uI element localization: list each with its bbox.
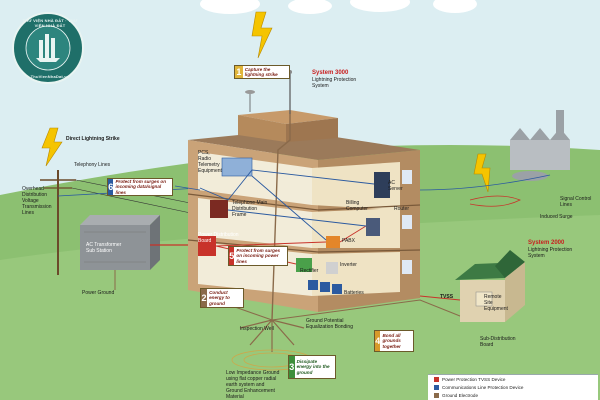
ac-server <box>374 172 390 198</box>
inspection-well-label: Inspection Well <box>240 326 274 332</box>
callout-text: Conduct energy to ground <box>209 289 230 306</box>
pabx-label: PABX <box>342 238 355 244</box>
legend-label: Ground Electrode <box>442 393 479 398</box>
down-conductor <box>271 114 291 321</box>
transformer-icon <box>80 215 160 270</box>
inverter-unit <box>326 262 338 274</box>
watermark-logo: THƯ VIỆN NHÀ ĐẤT · THƯ VIỆN NHÀ ĐẤT ThuV… <box>12 12 84 84</box>
callout-2-conduct-energy: 2 Conduct energy to ground <box>200 288 244 308</box>
factory-icon <box>510 110 570 181</box>
ac-transformer-label: AC Transformer Sub Station <box>86 242 122 254</box>
lightning-bolt-icon <box>251 11 273 59</box>
power-distribution-label: Power Distribution Board <box>198 232 239 244</box>
callout-text: Dissipate energy into the ground <box>296 358 330 375</box>
system2000-title: System 2000 <box>528 240 565 246</box>
legend: Power Protection TVSS Device Communicati… <box>428 374 598 400</box>
pcs-radio-label: PCS, Radio Telemetry Equipment <box>198 150 222 174</box>
lightning-bolt-icon <box>473 153 491 193</box>
ground-rod-icon <box>231 319 313 371</box>
telephony-lines-label: Telephony Lines <box>74 162 111 168</box>
antenna-icon <box>245 90 255 112</box>
cloud <box>288 0 332 14</box>
rectifier-label: Rectifier <box>300 268 319 274</box>
signal-control-label: Signal Control Lines <box>560 196 592 208</box>
legend-item: Power Protection TVSS Device <box>434 377 506 382</box>
pcs-radio-equipment <box>221 157 253 177</box>
logo-ring-top: THƯ VIỆN NHÀ ĐẤT · THƯ VIỆN NHÀ ĐẤT <box>22 18 78 28</box>
overhead-lines-label: Overhead Distribution Voltage Transmissi… <box>22 186 52 216</box>
callout-number: 6 <box>108 179 114 195</box>
callout-number: 5 <box>229 247 235 265</box>
lightning-bolt-icon <box>41 127 63 167</box>
rectifier-unit <box>296 258 312 272</box>
logo-ring-bottom: ThuVienNhaDat.vn <box>30 74 70 79</box>
legend-item: Communications Line Protection Device <box>434 385 523 390</box>
inverter-label: Inverter <box>340 262 357 268</box>
billing-computer-label: Billing Computer <box>346 200 368 212</box>
callout-1-capture-strike: 1 Capture the lightning strike <box>234 65 290 79</box>
induced-surge-label: Induced Surge <box>540 214 573 220</box>
ground-potential-label: Ground Potential Equalization Bonding <box>306 318 353 330</box>
sub-distribution-label: Sub-Distribution Board <box>480 336 516 348</box>
house-icon <box>455 250 525 322</box>
billing-computer <box>366 218 380 236</box>
ac-server-label: AC Server <box>388 180 403 192</box>
callout-number: 4 <box>375 331 381 351</box>
legend-swatch <box>434 393 439 398</box>
telephone-main-frame <box>210 200 228 218</box>
router-label: Router <box>394 206 410 212</box>
callout-arrow <box>174 185 201 191</box>
callout-text: Capture the lightning strike <box>244 66 278 77</box>
callout-3-dissipate-energy: 3 Dissipate energy into the ground <box>288 355 336 379</box>
callout-text: Protect from surges on incoming data/sig… <box>115 178 167 195</box>
cloud <box>200 0 260 14</box>
callout-6-data-surges: 6 Protect from surges on incoming data/s… <box>107 178 173 196</box>
system3000-subtitle: Lightning Protection System <box>312 77 357 89</box>
legend-item: Ground Electrode <box>434 393 478 398</box>
signal-control-lines <box>419 174 551 191</box>
pabx-unit <box>326 236 340 248</box>
callout-5-power-surges: 5 Protect from surges on incoming power … <box>228 246 288 266</box>
main-building <box>187 110 421 312</box>
callout-text: Bond all grounds together <box>382 332 401 349</box>
legend-label: Communications Line Protection Device <box>442 385 524 390</box>
data-wiring <box>199 169 375 241</box>
callout-text: Protect from surges on incoming power li… <box>236 247 281 264</box>
callout-4-bond-grounds: 4 Bond all grounds together <box>374 330 414 352</box>
direct-lightning-strike-label: Direct Lightning Strike <box>66 136 120 142</box>
batteries <box>308 280 342 294</box>
batteries-label: Batteries <box>344 290 364 296</box>
remote-site-label: Remote Site Equipment <box>484 294 508 312</box>
callout-number: 3 <box>289 356 295 378</box>
low-impedance-label: Low Impedance Ground using flat copper r… <box>226 370 280 400</box>
telephone-main-label: Telephone Main Distribution Frame <box>232 200 268 218</box>
system2000-subtitle: Lightning Protection System <box>528 247 573 259</box>
cloud <box>433 0 477 13</box>
power-distribution-board <box>198 236 216 256</box>
house-feed <box>419 295 461 301</box>
legend-swatch <box>434 377 439 382</box>
induced-surge-loop <box>469 195 521 207</box>
power-ground-label: Power Ground <box>82 290 115 296</box>
callout-number: 1 <box>235 66 243 78</box>
callout-number: 2 <box>201 289 208 307</box>
legend-label: Power Protection TVSS Device <box>442 377 506 382</box>
cloud <box>350 0 410 12</box>
ground-bonding <box>214 299 471 321</box>
legend-swatch <box>434 385 439 390</box>
system3000-title: System 3000 <box>312 70 349 76</box>
tvss-label: TVSS <box>440 294 454 300</box>
